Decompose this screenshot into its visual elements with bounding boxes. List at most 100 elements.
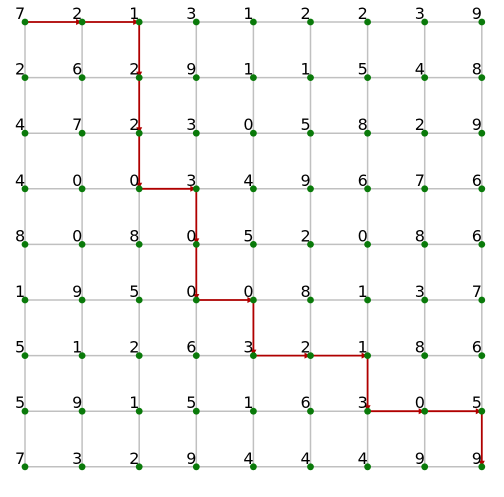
cell-number: 2 [129,115,139,134]
grid-node [192,407,200,415]
cell-number: 1 [72,338,82,357]
grid-node [250,185,257,193]
cell-number: 3 [358,393,368,412]
grid-node [478,296,486,304]
cell-number: 5 [15,393,25,412]
grid-node [21,129,29,137]
cell-number: 5 [358,60,368,79]
grid-node [78,296,86,304]
cell-number: 1 [301,60,311,79]
grid-node [421,407,429,415]
grid-node [21,18,29,26]
grid-node [78,463,86,471]
cell-number: 8 [358,115,368,134]
cell-number: 5 [472,393,482,412]
cell-number: 1 [358,338,368,357]
cell-number: 3 [186,171,196,190]
cell-number: 6 [472,338,482,357]
cell-number: 6 [472,171,482,190]
grid-node [135,352,143,359]
cell-number: 3 [243,338,253,357]
cell-number: 5 [186,393,196,412]
cell-number: 5 [301,115,311,134]
grid-node [478,241,486,248]
grid-node [78,185,86,193]
cell-number: 0 [186,282,196,301]
cell-number: 4 [301,449,311,468]
grid-node [364,352,371,359]
grid-node [135,129,143,137]
grid-node [364,129,371,137]
grid-node [421,241,429,248]
cell-number: 6 [186,338,196,357]
grid-node [21,352,29,359]
grid-node [250,241,257,248]
grid-node [192,296,200,304]
grid-node [364,241,371,248]
cell-number: 4 [15,115,25,134]
grid-node [21,463,29,471]
cell-number: 4 [358,449,368,468]
cell-number: 8 [129,226,139,245]
grid-node [192,463,200,471]
grid-nodes [21,18,486,471]
grid-node [364,74,371,81]
cell-number: 2 [15,60,25,79]
cell-number: 5 [15,338,25,357]
grid-node [478,185,486,193]
cell-number: 8 [415,338,425,357]
cell-number: 8 [15,226,25,245]
grid-node [250,18,257,26]
cell-number: 9 [415,449,425,468]
grid-node [364,18,371,26]
grid-node [478,129,486,137]
cell-number: 5 [129,282,139,301]
cell-number: 8 [301,282,311,301]
grid-node [78,241,86,248]
cell-number: 4 [243,171,253,190]
cell-number: 0 [72,171,82,190]
grid-node [307,352,314,359]
grid-node [21,185,29,193]
grid-node [250,463,257,471]
grid-node [250,407,257,415]
grid-node [307,241,314,248]
cell-number: 4 [243,449,253,468]
grid-node [307,407,314,415]
grid-node [250,352,257,359]
grid-node [307,129,314,137]
cell-number: 9 [472,4,482,23]
grid-node [192,185,200,193]
grid-node [192,241,200,248]
cell-number: 0 [243,282,253,301]
cell-number: 0 [72,226,82,245]
cell-number: 0 [415,393,425,412]
cell-number: 2 [415,115,425,134]
cell-number: 2 [129,60,139,79]
grid-node [21,241,29,248]
grid-node [364,185,371,193]
cell-number: 2 [72,4,82,23]
cell-number: 9 [472,449,482,468]
cell-number: 4 [15,171,25,190]
cell-number: 3 [186,115,196,134]
cell-number: 6 [301,393,311,412]
cell-number: 7 [472,282,482,301]
cell-number: 6 [72,60,82,79]
cell-number: 2 [358,4,368,23]
cell-number: 2 [129,449,139,468]
cell-number: 9 [301,171,311,190]
grid-node [364,407,371,415]
grid-node [307,18,314,26]
cell-number: 3 [186,4,196,23]
grid-node [307,463,314,471]
cell-number: 2 [301,226,311,245]
grid-node [192,74,200,81]
cell-number: 3 [72,449,82,468]
cell-number: 3 [415,282,425,301]
grid-node [421,74,429,81]
cell-number: 7 [415,171,425,190]
grid-node [478,18,486,26]
cell-number: 2 [129,338,139,357]
grid-node [478,463,486,471]
